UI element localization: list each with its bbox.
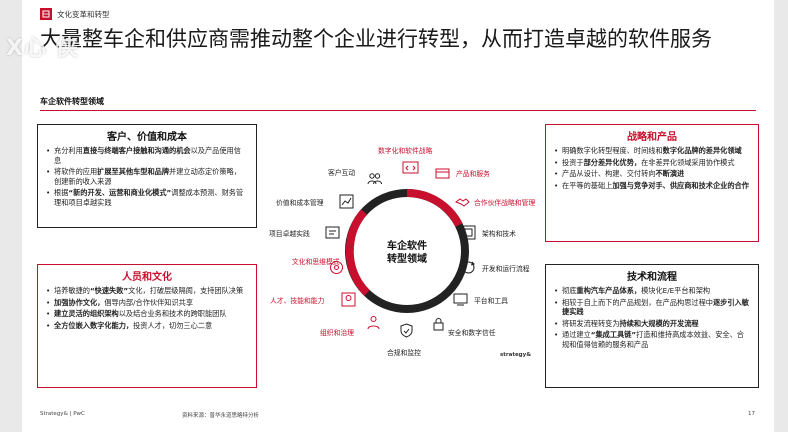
list-item: 投资于部分差异化优势，在非差异化领域采用协作模式 xyxy=(554,158,750,168)
customer-list: 充分利用直接与终端客户接触和沟通的机会以及产品使用信息 将软件的应用扩展至其他车… xyxy=(38,146,256,208)
strategy-logo: strategy& xyxy=(500,352,532,358)
label-digital-strategy: 数字化和软件战略 xyxy=(378,147,433,155)
label-org: 组织和治理 xyxy=(320,329,354,337)
wheel-center-label: 车企软件 转型领域 xyxy=(387,241,427,265)
label-culture: 文化和思维模式 xyxy=(292,258,340,266)
label-devops: 开发和运行流程 xyxy=(482,265,530,273)
label-product: 产品和服务 xyxy=(456,170,490,178)
wheel-ring xyxy=(345,188,469,313)
platform-icon xyxy=(452,291,469,308)
page-number: 17 xyxy=(748,411,755,417)
label-partner: 合作伙伴战略和管理 xyxy=(474,199,536,207)
list-item: 明确数字化转型程度、时间线和数字化品牌的差异化领域 xyxy=(554,146,750,156)
watermark: X心 侠 xyxy=(6,36,79,61)
culture-icon xyxy=(328,259,345,276)
tech-box-title: 技术和流程 xyxy=(627,272,677,283)
code-icon xyxy=(402,160,419,177)
people-box-title: 人员和文化 xyxy=(122,272,172,283)
list-item: 在平等的基础上加强与竞争对手、供应商和技术企业的合作 xyxy=(554,181,750,191)
customer-box: 客户、价值和成本 充分利用直接与终端客户接触和沟通的机会以及产品使用信息 将软件… xyxy=(37,124,257,228)
list-item: 彻底重构汽车产品体系，模块化E/E平台和架构 xyxy=(554,286,750,296)
people-box: 人员和文化 培养敏捷的“快速失败”文化，打破层级隔阂，支持团队决策 加强协作文化… xyxy=(37,264,257,388)
label-compliance: 合规和监控 xyxy=(387,349,421,357)
list-item: 根据“新的开发、运营和商业化模式”调整成本预测、财务管理和项目卓越实践 xyxy=(46,188,248,207)
slide-title: 大量整车企和供应商需推动整个企业进行转型，从而打造卓越的软件服务 xyxy=(40,27,712,51)
strategy-list: 明确数字化转型程度、时间线和数字化品牌的差异化领域 投资于部分差异化优势，在非差… xyxy=(546,146,758,190)
handshake-icon xyxy=(454,193,471,210)
section-label: 文化变革和转型 xyxy=(57,9,110,19)
list-item: 将研发流程转变为持续和大规模的开发流程 xyxy=(554,319,750,329)
label-project: 项目卓越实践 xyxy=(269,230,310,238)
list-item: 相较于自上而下的产品规划，在产品构思过程中逐步引入敏捷实践 xyxy=(554,298,750,317)
lock-icon xyxy=(430,315,447,332)
list-item: 充分利用直接与终端客户接触和沟通的机会以及产品使用信息 xyxy=(46,146,248,165)
tech-box: 技术和流程 彻底重构汽车产品体系，模块化E/E平台和架构 相较于自上而下的产品规… xyxy=(545,264,759,388)
people-list: 培养敏捷的“快速失败”文化，打破层级隔阂，支持团队决策 加强协作文化，倡导内部/… xyxy=(38,286,256,330)
org-icon xyxy=(365,314,382,331)
section-icon xyxy=(40,8,52,20)
footer-source: 资料来源：普华永道思略特分析 xyxy=(182,413,260,419)
list-item: 将软件的应用扩展至其他车型和品牌并建立动态定价策略，创建新的收入来源 xyxy=(46,167,248,186)
strategy-box-title: 战略和产品 xyxy=(627,132,677,143)
customer-icon xyxy=(366,170,383,187)
list-item: 加强协作文化，倡导内部/合作伙伴知识共享 xyxy=(46,298,248,308)
talent-icon xyxy=(340,291,357,308)
label-platform: 平台和工具 xyxy=(474,297,508,305)
list-item: 全方位嵌入数字化能力，投资人才，切勿三心二意 xyxy=(46,321,248,331)
customer-box-title: 客户、价值和成本 xyxy=(107,132,187,143)
section-title: 车企软件转型领域 xyxy=(40,96,756,111)
slide: 文化变革和转型 大量整车企和供应商需推动整个企业进行转型，从而打造卓越的软件服务… xyxy=(22,0,774,432)
shield-icon xyxy=(398,322,415,339)
project-icon xyxy=(324,224,341,241)
list-item: 建立灵活的组织架构以及结合业务和技术的跨职能团队 xyxy=(46,309,248,319)
label-architecture: 架构和技术 xyxy=(482,230,516,238)
product-icon xyxy=(434,165,451,182)
list-item: 培养敏捷的“快速失败”文化，打破层级隔阂，支持团队决策 xyxy=(46,286,248,296)
label-talent: 人才、技能和能力 xyxy=(270,297,325,305)
tech-list: 彻底重构汽车产品体系，模块化E/E平台和架构 相较于自上而下的产品规划，在产品构… xyxy=(546,286,758,350)
label-value: 价值和成本管理 xyxy=(276,199,324,207)
label-customer: 客户互动 xyxy=(328,169,356,177)
cycle-icon xyxy=(460,259,477,276)
section-header: 文化变革和转型 xyxy=(40,8,110,20)
footer-brand: Strategy& | PwC xyxy=(40,411,85,417)
strategy-box: 战略和产品 明确数字化转型程度、时间线和数字化品牌的差异化领域 投资于部分差异化… xyxy=(545,124,759,242)
list-item: 通过建立“集成工具链”打造和维持高成本效益、安全、合规和值得信赖的服务和产品 xyxy=(554,330,750,349)
list-item: 产品从设计、构建、交付转向不断演进 xyxy=(554,169,750,179)
label-security: 安全和数字信任 xyxy=(448,329,496,337)
architecture-icon xyxy=(460,224,477,241)
value-icon xyxy=(338,193,355,210)
